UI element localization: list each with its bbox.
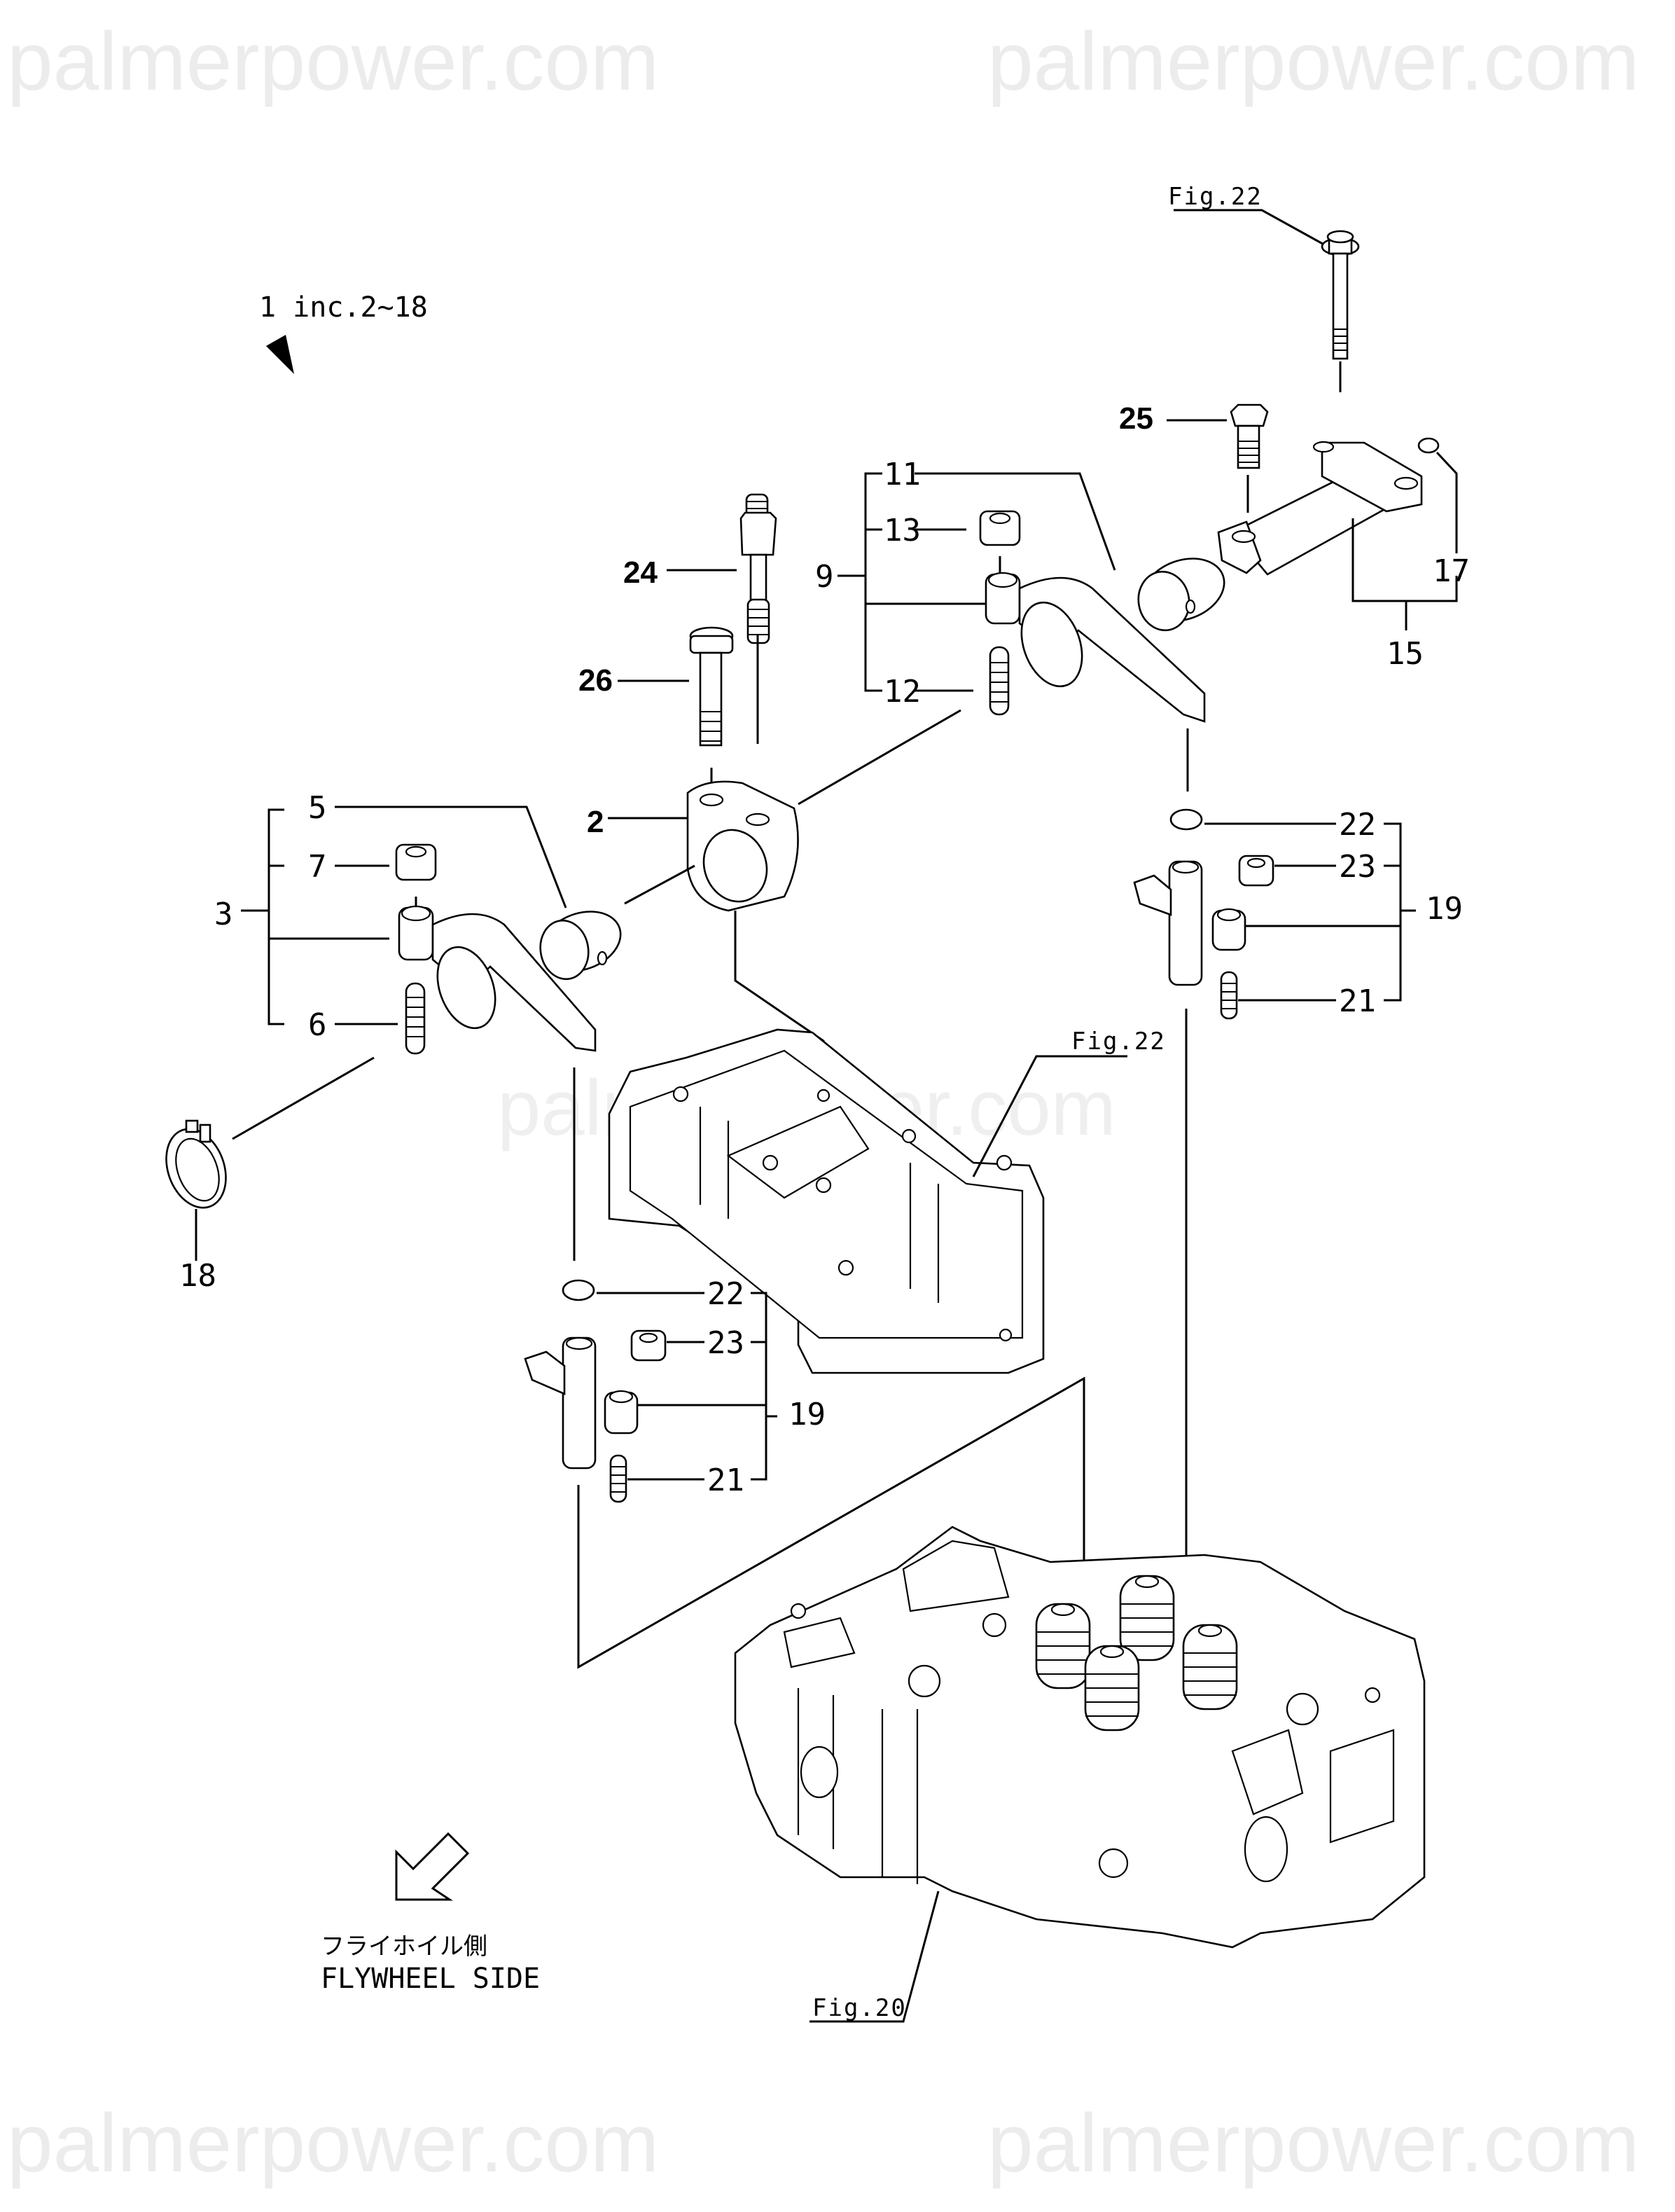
pointer-triangle-icon	[266, 335, 294, 374]
nut-23-right	[1238, 855, 1274, 887]
rocker-arm-3	[398, 905, 597, 1052]
callout-3: 3	[214, 897, 233, 932]
cap-22-right	[1169, 808, 1203, 831]
long-bolt	[1321, 230, 1360, 360]
fig22-middle-ref: Fig.22	[1071, 1028, 1166, 1056]
bushing-5	[539, 911, 622, 981]
flywheel-side-japanese: フライホイル側	[321, 1933, 487, 1961]
flywheel-side-english: FLYWHEEL SIDE	[321, 1963, 540, 1995]
rocker-arm-3-group: 3 5 7 6	[214, 790, 695, 1261]
callout-19-right: 19	[1426, 891, 1463, 927]
adjusting-screw-21-right	[1220, 971, 1238, 1020]
callout-18: 18	[179, 1258, 216, 1294]
callout-25: 25	[1119, 401, 1153, 436]
bolt-25	[1230, 403, 1269, 469]
callout-22-right: 22	[1339, 807, 1376, 843]
cap-22-left	[562, 1279, 595, 1301]
callout-24: 24	[623, 555, 658, 590]
bridge-right	[1133, 860, 1246, 986]
nut-23-left	[630, 1329, 667, 1362]
valve-spring-2	[1119, 1575, 1175, 1661]
rocker-arm-9-group: 9 11 13 12	[815, 457, 1225, 792]
callout-26: 26	[578, 663, 613, 698]
watermark-top-right: palmerpower.com	[987, 15, 1639, 108]
valve-cover: Fig.22	[608, 1028, 1166, 1374]
flywheel-side-indicator: フライホイル側 FLYWHEEL SIDE	[321, 1832, 540, 1995]
adjusting-screw-12	[989, 646, 1010, 716]
callout-19-left: 19	[788, 1397, 826, 1432]
watermark-bottom-right: palmerpower.com	[987, 2097, 1639, 2190]
valve-bridge-19-right: 22 23 19 21	[1133, 807, 1463, 1604]
callout-9: 9	[815, 559, 834, 595]
callout-21-right: 21	[1339, 983, 1376, 1019]
nut-7	[395, 843, 437, 881]
fig22-top-ref: Fig.22	[1168, 183, 1263, 211]
bridge-left	[524, 1336, 639, 1470]
valve-spring-3	[1084, 1645, 1140, 1731]
rocker-bracket-group: 24 26 2	[578, 493, 961, 1083]
circlip-18: 18	[165, 1056, 375, 1294]
fig20-ref: Fig.20	[812, 1994, 907, 2022]
callout-6: 6	[308, 1007, 327, 1043]
valve-spring-1	[1035, 1603, 1091, 1689]
watermark-top-left: palmerpower.com	[7, 15, 659, 108]
callout-15: 15	[1386, 636, 1424, 672]
callout-2: 2	[587, 805, 604, 839]
adjusting-screw-21-left	[609, 1454, 627, 1503]
callout-5: 5	[308, 790, 327, 826]
callout-22-left: 22	[707, 1276, 744, 1312]
callout-17: 17	[1433, 553, 1470, 589]
rocker-shaft-group: Fig.22 25 17	[1119, 183, 1470, 672]
bolt-26	[689, 626, 734, 747]
bracket-2	[686, 780, 799, 912]
rocker-shaft-15	[1217, 437, 1440, 576]
assembly-note: 1 inc.2~18	[259, 291, 428, 324]
callout-7: 7	[308, 849, 327, 885]
plug-17	[1417, 437, 1440, 454]
callout-23-left: 23	[707, 1325, 744, 1361]
watermark-bottom-left: palmerpower.com	[7, 2097, 659, 2190]
rocker-arm-9	[985, 572, 1206, 723]
bushing-11	[1137, 558, 1225, 632]
callout-21-left: 21	[707, 1463, 744, 1498]
nut-13	[979, 510, 1021, 546]
cylinder-head: Fig.20	[734, 1526, 1426, 2023]
valve-bridge-19-left: 22 23 19 21	[524, 1276, 1085, 1669]
valve-spring-4	[1182, 1624, 1238, 1710]
callout-23-right: 23	[1339, 849, 1376, 885]
flywheel-direction-arrow-icon	[395, 1832, 470, 1901]
adjusting-screw-6	[405, 982, 426, 1055]
stud-24	[739, 493, 777, 644]
